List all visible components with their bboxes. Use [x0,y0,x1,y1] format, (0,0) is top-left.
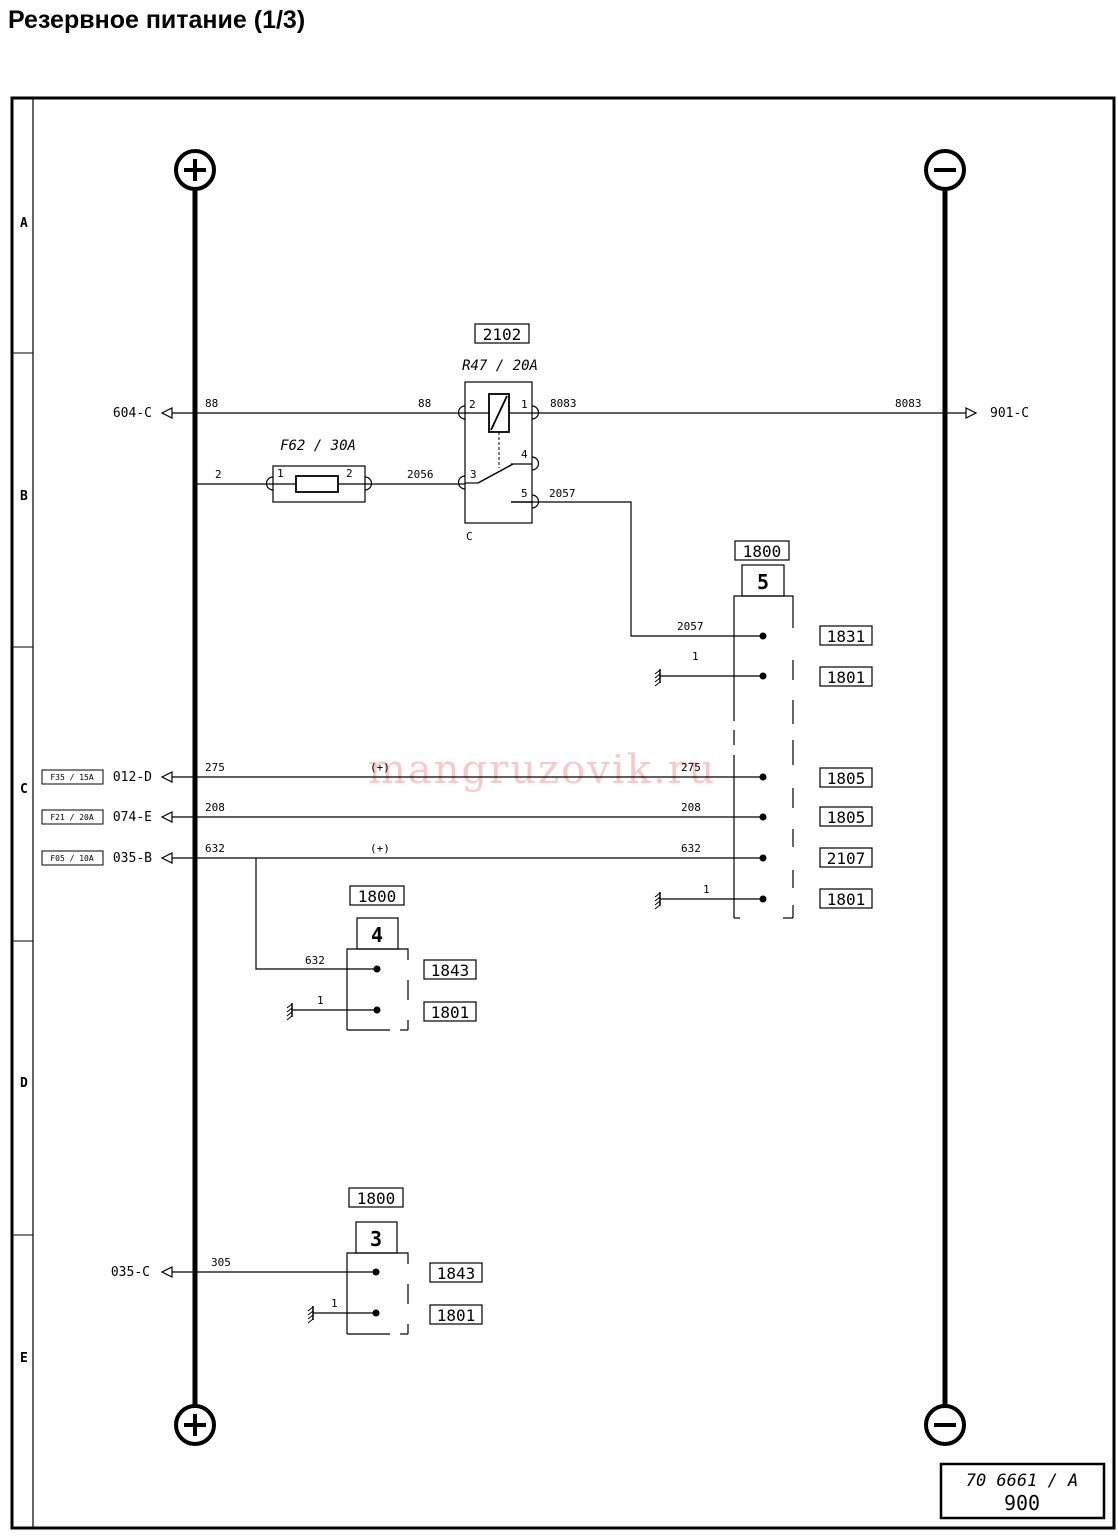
ref-035-b: 035-B [113,851,152,866]
pin-ref-2107: 2107 [827,849,866,868]
row-label-a: A [20,216,28,231]
ref-012-d: 012-D [113,770,152,785]
relay-pin-1: 1 [521,398,528,411]
fuse-pin-1: 1 [277,467,284,480]
fuse-pin-2: 2 [346,467,353,480]
pin-ref-1801: 1801 [437,1306,476,1325]
row-label-d: D [20,1076,28,1091]
negative-rail [924,149,966,1446]
ground-1-label: 1 [692,650,699,663]
plus-icon [174,1404,216,1446]
minus-icon [924,149,966,191]
wire-8083: 901-C 8083 8083 [532,397,1029,421]
drawing-page: 900 [1004,1491,1040,1515]
connector-5-number: 5 [757,570,769,594]
wire-632: F05 / 10A 035-B 632 (+) 632 632 [41,842,763,970]
fuse-ref-f35: F35 / 15A [50,773,94,782]
row-label-b: B [20,489,28,504]
wire-8083-label-right: 8083 [895,397,922,410]
ground-c4-label: 1 [317,994,324,1007]
relay-label: R47 / 20A [462,358,538,374]
ground-wire-1: 1 [654,650,763,687]
connector-4-number: 4 [371,923,383,947]
relay-connector-label: C [466,530,473,543]
wire-2057: 2057 2057 [532,487,763,637]
ground-icon [307,1305,314,1324]
wire-88-label-relay: 88 [418,397,431,410]
wire-632-label-left: 632 [205,842,225,855]
wire-2: 2 [195,468,273,485]
relay-pin-2: 2 [469,398,476,411]
wire-208-label-conn: 208 [681,801,701,814]
ground-wire-2: 1 [654,883,763,910]
relay-pin-5: 5 [521,487,528,500]
fuse-ref-f21: F21 / 20A [50,813,94,822]
wire-275-label-mid: (+) [370,761,390,774]
wire-8083-label-relay: 8083 [550,397,577,410]
pin-ref-1805: 1805 [827,769,866,788]
ref-901-c: 901-C [990,406,1029,421]
wire-275-label-conn: 275 [681,761,701,774]
pin-ref-1801: 1801 [827,890,866,909]
connector-1800-5: 1800 5 1831 1801 1805 1805 2107 1801 [733,540,873,919]
relay-pin-4: 4 [521,448,528,461]
relay-pin-3: 3 [470,468,477,481]
watermark: mangruzovik.ru [368,747,716,793]
connector-3-code: 1800 [357,1189,396,1208]
pin-ref-1801: 1801 [431,1003,470,1022]
wire-2056-label: 2056 [407,468,434,481]
pin-ref-1801: 1801 [827,668,866,687]
pin-ref-1831: 1831 [827,627,866,646]
pin-ref-1843: 1843 [431,961,470,980]
fuse-label: F62 / 30A [280,438,356,454]
wire-632-label-c4: 632 [305,954,325,967]
relay-id-box [474,323,530,344]
wire-2056: 2056 [365,468,465,485]
relay-id: 2102 [483,325,522,344]
plus-icon [174,149,216,191]
connector-4-code: 1800 [358,887,397,906]
wire-275-label-left: 275 [205,761,225,774]
drawing-frame [10,96,1116,1530]
wire-88: 604-C 88 88 [113,397,465,421]
wire-305: 035-C 305 [111,1256,376,1280]
wire-632-label-mid: (+) [370,842,390,855]
ground-icon [286,1002,293,1021]
connector-5-code: 1800 [743,542,782,561]
page-title: Резервное питание (1/3) [8,6,306,34]
wire-632-label-conn: 632 [681,842,701,855]
minus-icon [924,1404,966,1446]
wire-2057-label-conn: 2057 [677,620,704,633]
wire-275: F35 / 15A 012-D 275 (+) 275 [41,761,763,785]
pin-ref-1805: 1805 [827,808,866,827]
drawing-ref: 70 6661 / A [966,1471,1079,1491]
ground-2-label: 1 [703,883,710,896]
ground-icon [654,668,661,687]
pin-ref-1843: 1843 [437,1264,476,1283]
ground-icon [654,891,661,910]
wire-305-label: 305 [211,1256,231,1269]
row-label-e: E [20,1351,28,1366]
fuse-f62: F62 / 30A 1 2 [265,438,373,503]
wire-208: F21 / 20A 074-E 208 208 [41,801,763,825]
ref-035-c: 035-C [111,1265,150,1280]
connector-1800-4: 1800 4 1 1843 1801 [286,885,477,1031]
connector-1800-3: 1800 3 1 1843 1801 [307,1187,483,1335]
drawing-stamp: 70 6661 / A 900 [939,1462,1106,1520]
row-label-c: C [20,782,28,797]
wire-88-label-left: 88 [205,397,218,410]
ref-604-c: 604-C [113,406,152,421]
wire-2-label: 2 [215,468,222,481]
positive-rail [174,149,216,1446]
wire-2057-label-relay: 2057 [549,487,576,500]
ground-c3-label: 1 [331,1297,338,1310]
ref-074-e: 074-E [113,810,152,825]
connector-3-number: 3 [370,1227,382,1251]
relay-2102: 2102 R47 / 20A 2 1 3 4 5 C [457,323,540,543]
fuse-ref-f05: F05 / 10A [50,854,94,863]
wire-208-label-left: 208 [205,801,225,814]
row-labels: A B C D E [20,216,28,1366]
